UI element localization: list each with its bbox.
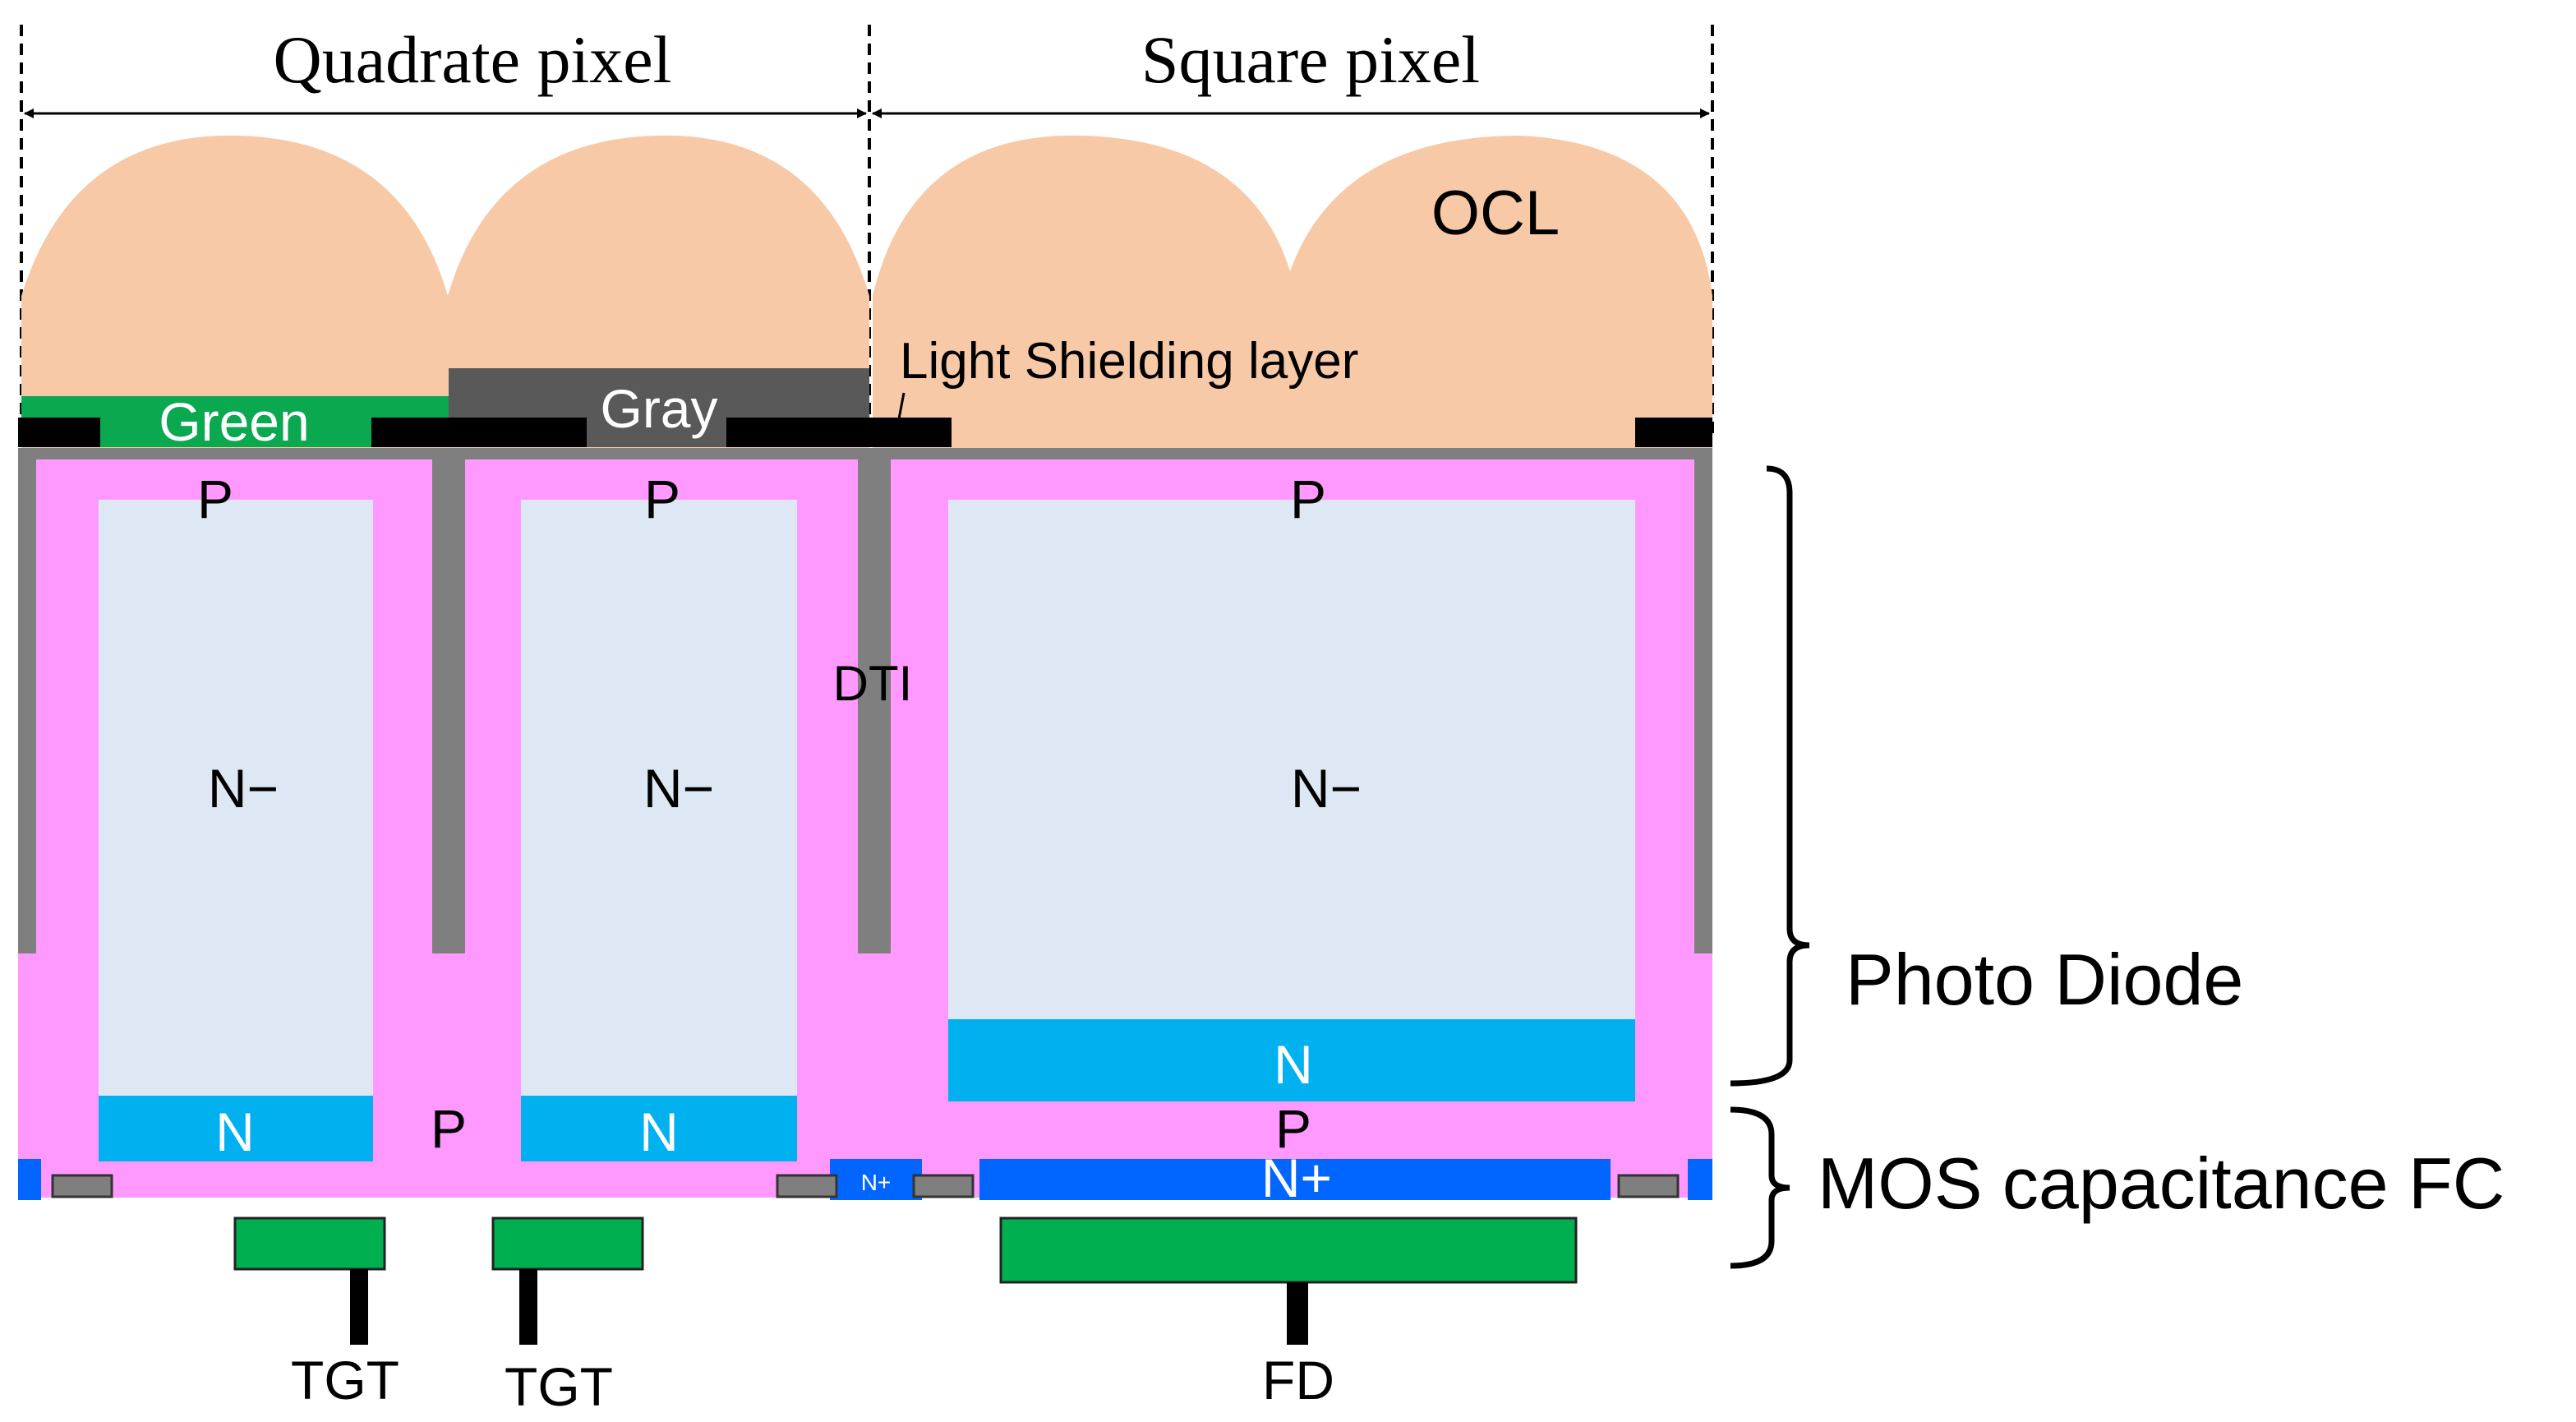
n-minus-label-3: N−: [1291, 758, 1362, 819]
shield-block: [1635, 418, 1712, 447]
dti-wall: [858, 448, 891, 953]
dti-label: DTI: [833, 656, 913, 711]
tgt-gate-1-contact: [350, 1269, 368, 1345]
n-minus-region-2: [521, 500, 797, 1096]
oxide-pad: [51, 1174, 113, 1198]
n-plus-edge-right: [1688, 1159, 1712, 1200]
dti-wall: [1694, 448, 1712, 953]
shield-block: [18, 418, 100, 447]
tgt-label-1: TGT: [291, 1350, 399, 1410]
green-filter-label: Green: [159, 391, 309, 452]
photodiode-label: Photo Diode: [1846, 939, 2243, 1020]
n-plus-regions: [18, 1159, 1712, 1200]
oxide-pad: [1617, 1174, 1680, 1198]
p-label-2: P: [644, 469, 680, 529]
oxide-pad: [776, 1174, 838, 1198]
tgt-gate-2-contact: [519, 1269, 537, 1345]
tgt-gate-1: [233, 1217, 386, 1271]
tgt-label-2: TGT: [505, 1356, 613, 1417]
n-label-1: N: [215, 1101, 255, 1162]
n-plus-edge-left: [18, 1159, 41, 1200]
mos-capacitance-label: MOS capacitance FC: [1818, 1143, 2505, 1224]
shield-block: [726, 418, 952, 447]
gate-oxide-pads: [51, 1174, 1680, 1198]
gray-filter-label: Gray: [600, 378, 717, 439]
n-regions: [99, 1019, 1635, 1161]
quadrate-pixel-label: Quadrate pixel: [274, 22, 672, 97]
n-plus-small: [830, 1159, 922, 1200]
n-plus-label-small: N+: [861, 1170, 892, 1195]
square-lens-pair: [873, 135, 1712, 448]
fd-gate: [999, 1217, 1578, 1284]
square-pixel-label: Square pixel: [1141, 22, 1480, 97]
n-region-2: [521, 1096, 797, 1161]
n-region-3: [948, 1019, 1635, 1101]
fd-contact: [1287, 1282, 1308, 1345]
fd-label: FD: [1262, 1350, 1334, 1410]
p-label-1: P: [197, 469, 233, 529]
dti-trenches: [18, 448, 1712, 953]
shield-block: [371, 418, 587, 447]
n-minus-label-1: N−: [208, 758, 279, 819]
n-region-1: [99, 1096, 373, 1161]
gate-electrodes: [233, 1217, 1578, 1345]
p-label-3: P: [1290, 469, 1326, 529]
ocl-label: OCL: [1431, 178, 1560, 248]
light-shielding-label: Light Shielding layer: [900, 333, 1358, 390]
mos-capacitance-brace: [1730, 1106, 1790, 1269]
n-minus-region-3: [948, 500, 1635, 1019]
region-labels: P P P N− N− N− N N N P P N+ N+ DTI: [197, 469, 1362, 1208]
p-label-4: P: [431, 1098, 467, 1159]
n-minus-label-2: N−: [643, 758, 714, 819]
oxide-pad: [912, 1174, 975, 1198]
light-shielding-layer: [18, 418, 1712, 447]
n-label-2: N: [639, 1101, 679, 1162]
light-shielding-leader: [896, 392, 906, 428]
n-plus-label-large: N+: [1261, 1147, 1332, 1208]
n-plus-floating-diffusion: [979, 1159, 1611, 1200]
gate-labels: TGT TGT FD: [291, 1350, 1334, 1417]
tgt-gate-2: [491, 1217, 644, 1271]
p-label-5: P: [1275, 1098, 1311, 1159]
photodiode-brace: [1730, 465, 1810, 1087]
n-label-3: N: [1274, 1034, 1313, 1095]
n-minus-region-1: [99, 500, 373, 1096]
n-minus-regions: [99, 500, 1635, 1096]
dti-wall: [432, 448, 465, 953]
dti-wall: [18, 448, 36, 953]
